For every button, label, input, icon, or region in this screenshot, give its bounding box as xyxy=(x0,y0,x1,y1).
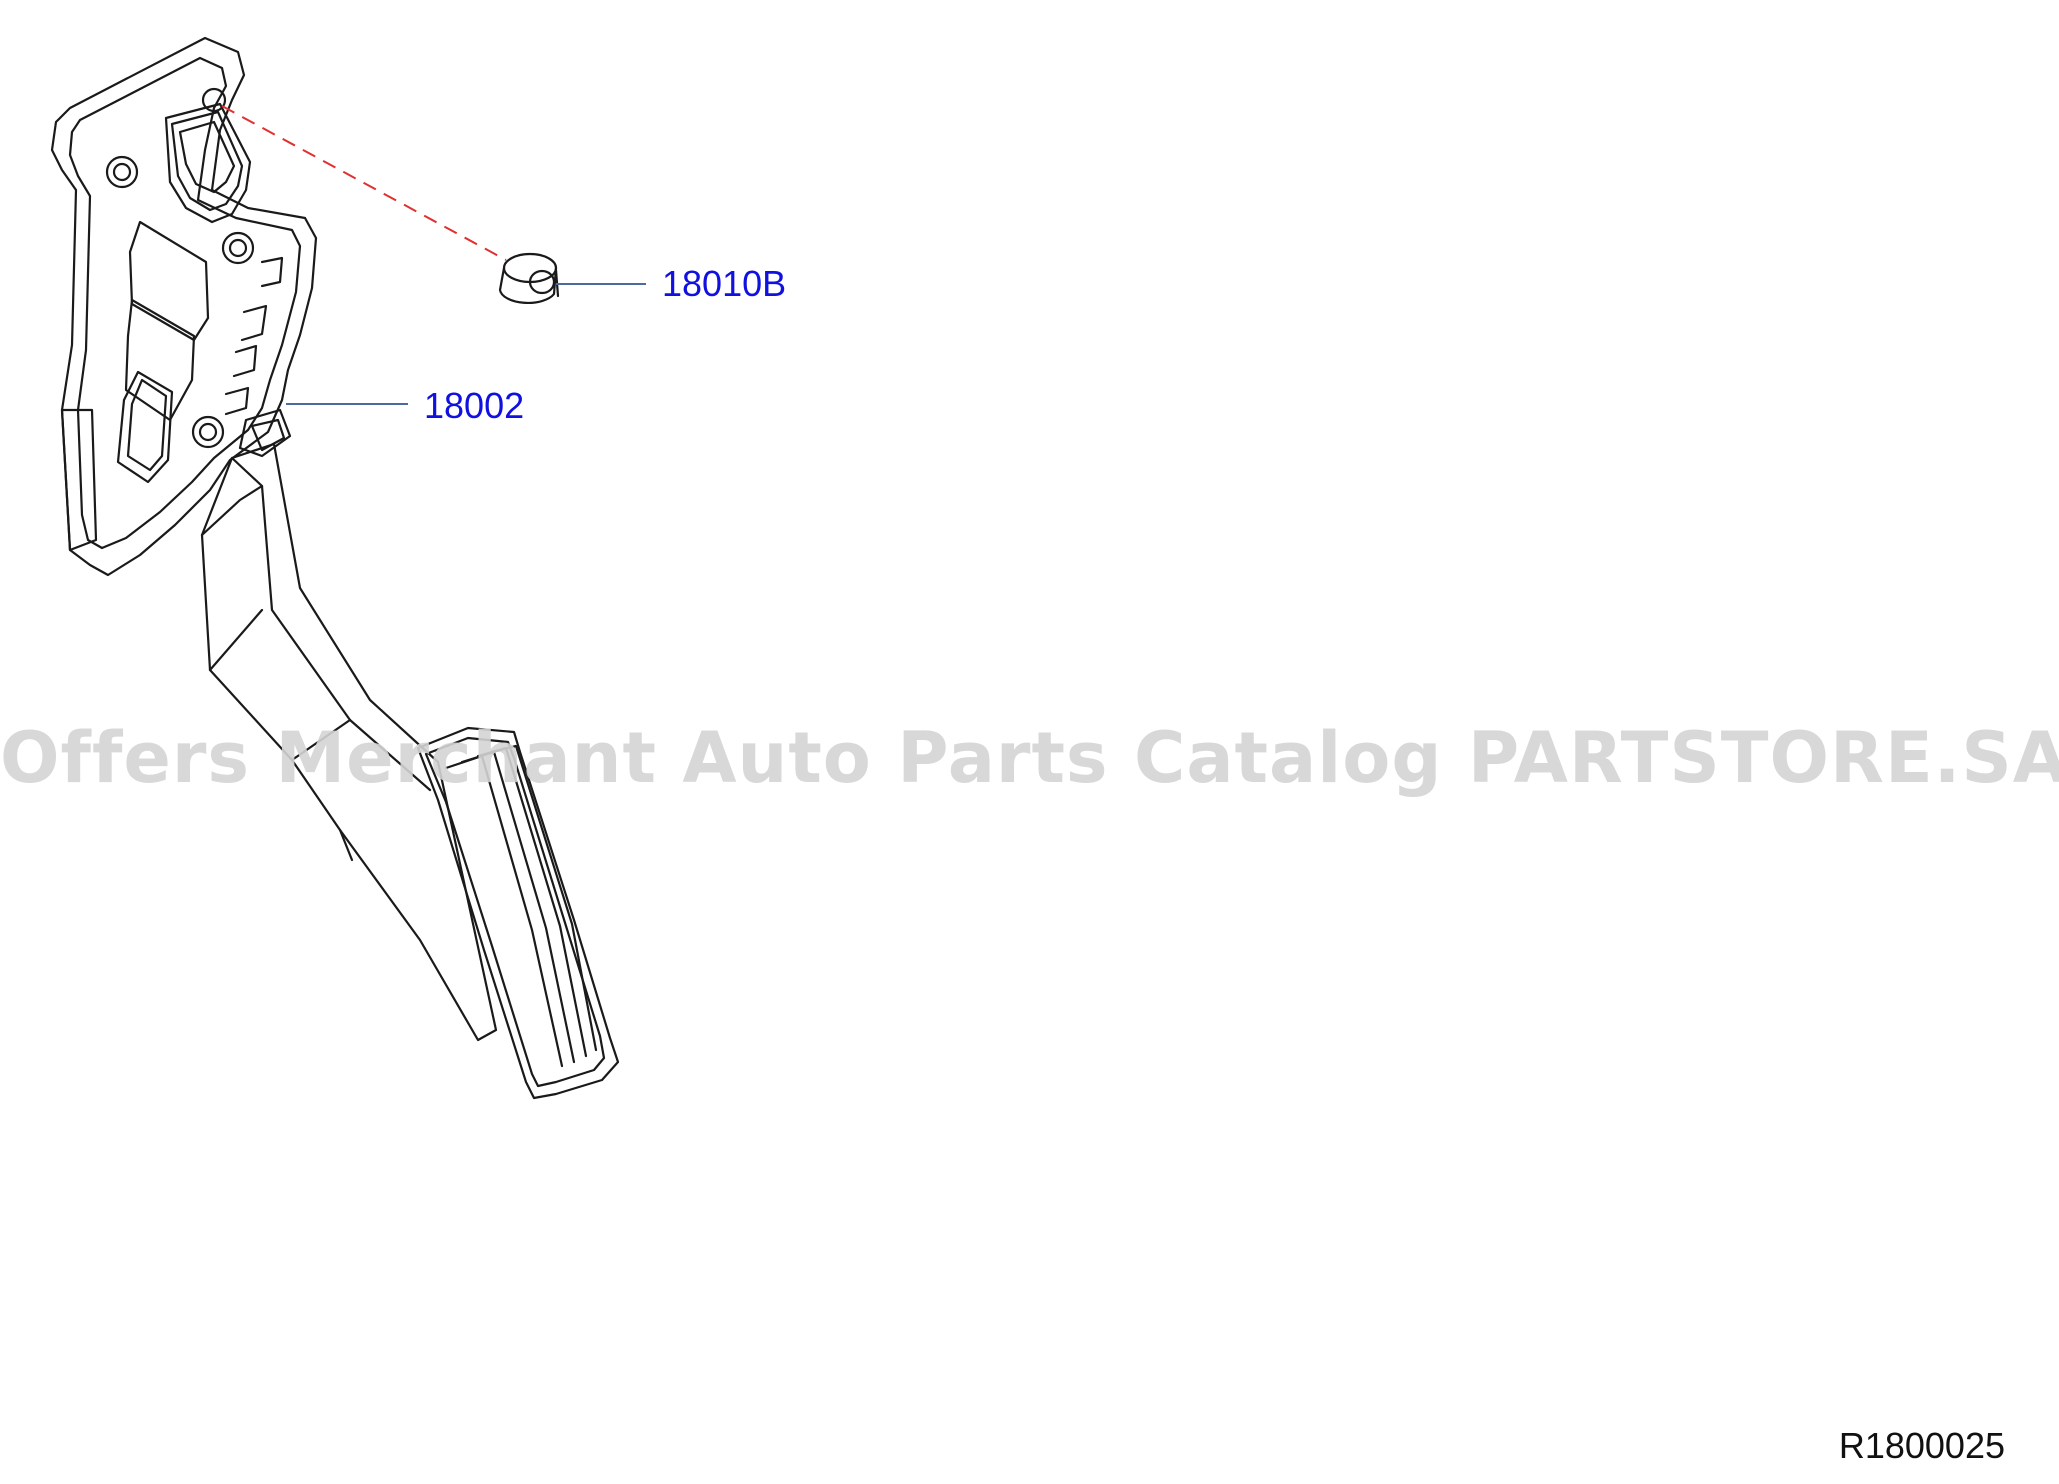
alignment-dashed-line xyxy=(221,105,507,261)
mounting-hole-left xyxy=(105,155,139,189)
callout-18010b[interactable]: 18010B xyxy=(662,263,787,304)
sensor-housing xyxy=(116,220,284,484)
pedal-pivot xyxy=(238,408,292,458)
mounting-hole-bottom xyxy=(191,415,225,449)
callout-18002[interactable]: 18002 xyxy=(424,385,525,426)
nut-18010b xyxy=(498,252,560,305)
connector-block xyxy=(164,102,252,224)
mounting-hole-right xyxy=(221,231,255,265)
pedal-line-art xyxy=(50,36,620,1100)
watermark-text: Offers Merchant Auto Parts Catalog PARTS… xyxy=(0,717,2059,799)
pedal-pad xyxy=(416,726,620,1100)
mounting-hole-top xyxy=(201,87,227,113)
mounting-bracket xyxy=(50,36,318,577)
diagram-code: R1800025 xyxy=(1838,1425,2005,1466)
pedal-arm xyxy=(200,442,498,1042)
